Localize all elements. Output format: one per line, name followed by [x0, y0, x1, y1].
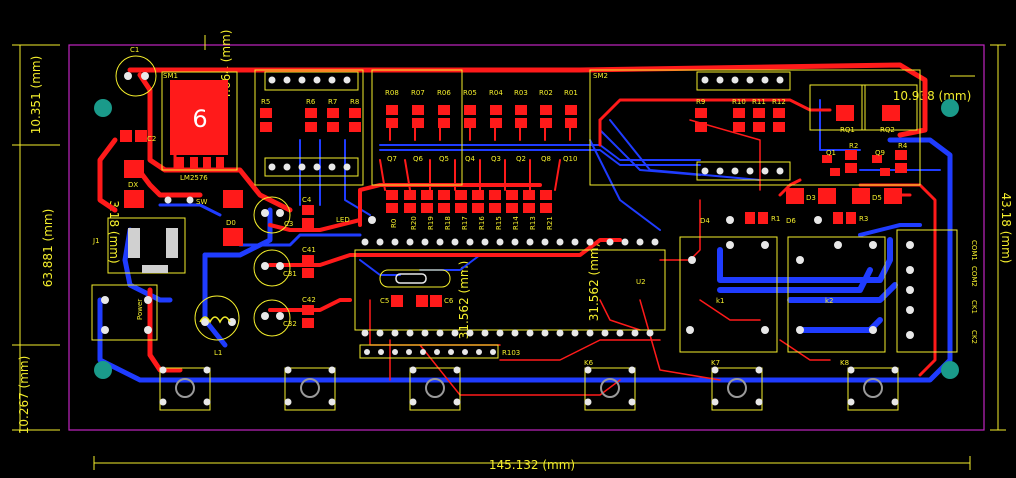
label-r05: R05	[463, 89, 477, 97]
label-r6: R6	[306, 98, 316, 106]
label-r19: R19	[427, 216, 435, 230]
label-c1: C1	[130, 46, 139, 54]
label-q2: Q2	[516, 155, 526, 163]
dimension-lines	[12, 35, 1006, 470]
label-q7: Q7	[387, 155, 397, 163]
board-outline	[68, 44, 985, 431]
through-hole-pads	[101, 72, 914, 406]
label-r01: R01	[564, 89, 578, 97]
pin-headers	[264, 71, 791, 359]
label-c4: C4	[302, 196, 312, 204]
label-d0: D0	[226, 219, 236, 227]
label-r20: R20	[410, 216, 418, 230]
label-dx: DX	[128, 181, 138, 189]
mounting-holes	[94, 99, 959, 379]
label-rq2: RQ2	[880, 126, 895, 134]
label-c6: C6	[444, 297, 454, 305]
label-r14: R14	[512, 216, 520, 230]
label-c32: C32	[283, 320, 297, 328]
dim-right: 43.18 (mm)	[999, 193, 1013, 264]
dim-u2: 31.562 (mm)	[587, 243, 601, 322]
dim-crystal: 31.562 (mm)	[457, 261, 471, 340]
label-r103: R103	[502, 349, 520, 357]
tactile-buttons	[175, 378, 883, 398]
label-c41: C41	[302, 246, 316, 254]
dim-bottom: 145.132 (mm)	[489, 458, 575, 472]
label-d3: D3	[806, 194, 816, 202]
label-k6: K6	[584, 359, 594, 367]
label-ck2: CK2	[970, 330, 978, 344]
regulator-label: 6	[192, 105, 207, 133]
label-sm2: SM2	[593, 72, 608, 80]
label-r13: R13	[529, 216, 537, 230]
label-k2: k2	[825, 297, 834, 305]
label-sm1: SM1	[163, 72, 178, 80]
label-r03: R03	[514, 89, 528, 97]
label-q5: Q5	[439, 155, 449, 163]
label-r07: R07	[411, 89, 425, 97]
label-r17: R17	[461, 216, 469, 230]
label-r18: R18	[444, 216, 452, 230]
label-j1: J1	[92, 237, 100, 245]
label-r12: R12	[772, 98, 786, 106]
label-r8: R8	[350, 98, 359, 106]
label-r11: R11	[752, 98, 766, 106]
smd-pads	[120, 80, 907, 328]
label-c31: C31	[283, 270, 297, 278]
label-power: Power	[136, 299, 144, 320]
dim-upper-right: 10.938 (mm)	[893, 89, 972, 103]
label-r16: R16	[478, 216, 486, 230]
label-k8: K8	[840, 359, 849, 367]
label-q6: Q6	[413, 155, 424, 163]
label-sw: SW	[196, 198, 207, 206]
label-r06: R06	[437, 89, 451, 97]
label-k1: k1	[716, 297, 725, 305]
label-r9: R9	[696, 98, 705, 106]
label-r21: R21	[546, 216, 554, 230]
misc-parts	[128, 228, 427, 324]
label-q10: Q10	[563, 155, 577, 163]
label-c2: C2	[147, 135, 156, 143]
label-ck1: CK1	[970, 300, 978, 314]
label-q3: Q3	[491, 155, 501, 163]
label-r2: R2	[849, 142, 858, 150]
label-r02: R02	[539, 89, 553, 97]
label-r10: R10	[732, 98, 746, 106]
label-r15: R15	[495, 216, 503, 230]
label-r4: R4	[898, 142, 908, 150]
label-r7: R7	[328, 98, 337, 106]
silk-labels: C1 SM1 C2 DX LM2576 SW J1 Power D0 L1 C3…	[92, 46, 978, 367]
label-q9: Q9	[875, 149, 885, 157]
label-led: LED	[336, 216, 350, 224]
label-k7: K7	[711, 359, 720, 367]
label-q4: Q4	[465, 155, 476, 163]
label-q1: Q1	[826, 149, 836, 157]
label-c5: C5	[380, 297, 389, 305]
label-rq1: RQ1	[840, 126, 855, 134]
label-r04: R04	[489, 89, 503, 97]
label-lm: LM2576	[180, 174, 208, 182]
label-c42: C42	[302, 296, 316, 304]
dim-left-mid: 63.881 (mm)	[41, 209, 55, 288]
label-c3: C3	[284, 220, 293, 228]
dim-left-bot: 10.267 (mm)	[17, 356, 31, 435]
label-u2: U2	[636, 278, 646, 286]
label-q8: Q8	[541, 155, 551, 163]
label-r3: R3	[859, 215, 868, 223]
label-r0: R0	[390, 219, 398, 228]
dim-jack: 3.18 (mm)	[107, 200, 121, 263]
label-d5: D5	[872, 194, 882, 202]
dim-left-top: 10.351 (mm)	[29, 56, 43, 135]
label-r08: R08	[385, 89, 399, 97]
label-d4: D4	[700, 217, 710, 225]
label-com2: COM2	[970, 266, 978, 287]
label-l1: L1	[214, 349, 222, 357]
silkscreen-outlines	[91, 55, 958, 411]
label-r1: R1	[771, 215, 780, 223]
label-d6: D6	[786, 217, 796, 225]
label-com1: COM1	[970, 240, 978, 261]
label-r5: R5	[261, 98, 270, 106]
